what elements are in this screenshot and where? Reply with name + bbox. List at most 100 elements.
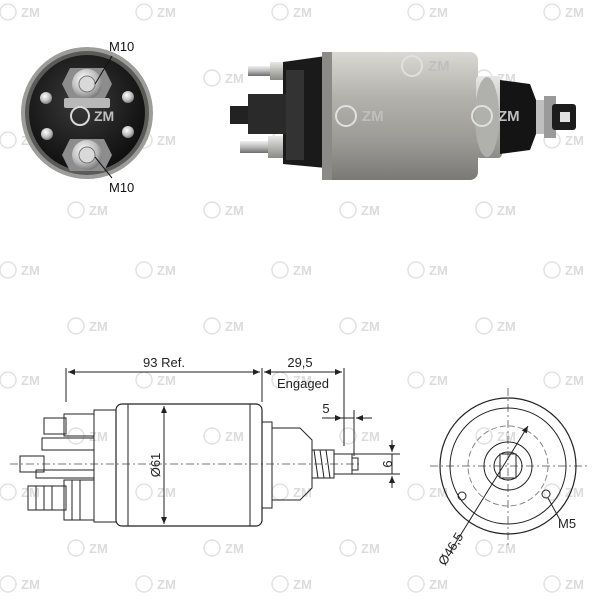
zm-logo-icon: ZM: [271, 575, 312, 593]
terminal-top: [62, 68, 112, 108]
svg-text:ZM: ZM: [89, 319, 108, 334]
zm-logo-icon: ZM: [401, 55, 450, 77]
svg-text:ZM: ZM: [361, 429, 380, 444]
svg-text:ZM: ZM: [429, 373, 448, 388]
end-view-insulator: [29, 55, 145, 171]
svg-text:ZM: ZM: [293, 373, 312, 388]
svg-text:ZM: ZM: [225, 541, 244, 556]
svg-text:ZM: ZM: [428, 58, 450, 75]
svg-text:ZM: ZM: [157, 373, 176, 388]
svg-text:ZM: ZM: [225, 71, 244, 86]
zm-logo-icon: ZM: [339, 427, 380, 445]
svg-text:ZM: ZM: [429, 263, 448, 278]
terminal-bottom: [62, 139, 112, 171]
screw-icon: [40, 92, 52, 104]
zm-logo-icon: ZM: [135, 371, 176, 389]
zm-logo-icon: ZM: [407, 3, 448, 21]
zm-logo-icon: ZM: [135, 3, 176, 21]
svg-text:ZM: ZM: [293, 577, 312, 592]
svg-text:ZM: ZM: [21, 5, 40, 20]
svg-text:ZM: ZM: [89, 541, 108, 556]
bolt-icon: [248, 66, 274, 76]
zm-logo-icon: ZM: [339, 317, 380, 335]
svg-text:ZM: ZM: [21, 577, 40, 592]
stroke-note: Engaged: [277, 376, 329, 391]
zm-logo-icon: ZM: [67, 201, 108, 219]
zm-logo-icon: ZM: [543, 371, 584, 389]
svg-text:ZM: ZM: [21, 485, 40, 500]
zm-logo-icon: ZM: [135, 261, 176, 279]
thread-label: M5: [558, 516, 576, 531]
zm-logo-icon: ZM: [339, 539, 380, 557]
screw-icon: [122, 126, 134, 138]
svg-text:ZM: ZM: [429, 5, 448, 20]
svg-text:ZM: ZM: [157, 133, 176, 148]
zm-logo-icon: ZM: [135, 483, 176, 501]
zm-logo-icon: ZM: [407, 575, 448, 593]
zm-logo-icon: ZM: [271, 261, 312, 279]
drawing-front-view: [430, 388, 590, 553]
zm-logo-icon: ZM: [67, 317, 108, 335]
svg-text:ZM: ZM: [157, 485, 176, 500]
zm-logo-icon: ZM: [471, 105, 520, 127]
zm-logo-icon: ZM: [135, 575, 176, 593]
zm-logo-icon: ZM: [203, 539, 244, 557]
zm-logo-group: ZM ZM ZM ZM: [70, 55, 520, 127]
mount-hole-icon: [541, 489, 551, 499]
svg-text:ZM: ZM: [94, 108, 114, 124]
zm-logo-icon: ZM: [0, 261, 40, 279]
stroke-label: 29,5: [287, 355, 312, 370]
zm-logo-icon: ZM: [339, 201, 380, 219]
length-label: 93 Ref.: [143, 355, 185, 370]
photo-side-view: [230, 52, 576, 180]
terminal-top-label: M10: [109, 39, 134, 54]
drawing-side-view: [10, 368, 400, 527]
zm-logo-icon: ZM: [543, 261, 584, 279]
svg-text:ZM: ZM: [361, 319, 380, 334]
screw-icon: [122, 91, 134, 103]
zm-logo-icon: ZM: [543, 3, 584, 21]
zm-logo-icon: ZM: [543, 575, 584, 593]
svg-text:ZM: ZM: [361, 203, 380, 218]
plunger-width-label: 6: [380, 460, 395, 467]
zm-logo-icon: ZM: [67, 539, 108, 557]
svg-text:ZM: ZM: [225, 319, 244, 334]
screw-icon: [41, 128, 53, 140]
svg-text:ZM: ZM: [157, 5, 176, 20]
svg-text:ZM: ZM: [293, 263, 312, 278]
svg-text:ZM: ZM: [157, 263, 176, 278]
drawing-side-labels: 93 Ref. 29,5 Engaged 5 6 Ø61: [143, 355, 395, 477]
svg-text:ZM: ZM: [21, 373, 40, 388]
zm-logo-icon: ZM: [0, 483, 40, 501]
zm-logo-icon: ZM: [475, 201, 516, 219]
gap-label: 5: [322, 401, 329, 416]
svg-text:ZM: ZM: [565, 263, 584, 278]
zm-logo-icon: ZM: [0, 3, 40, 21]
svg-text:ZM: ZM: [565, 485, 584, 500]
solenoid-housing: [322, 52, 478, 180]
zm-logo-icon: ZM: [203, 317, 244, 335]
zm-logo-icon: ZM: [271, 3, 312, 21]
terminal-bottom-label: M10: [109, 180, 134, 195]
rubber-boot: [500, 80, 536, 154]
svg-text:ZM: ZM: [293, 5, 312, 20]
body-diameter-label: Ø61: [148, 453, 163, 478]
zm-logo-icon: ZM: [203, 427, 244, 445]
zm-logo-icon: ZM: [407, 261, 448, 279]
svg-text:ZM: ZM: [497, 319, 516, 334]
svg-text:ZM: ZM: [361, 541, 380, 556]
zm-logo-icon: ZM: [0, 575, 40, 593]
svg-text:ZM: ZM: [498, 108, 520, 125]
svg-text:ZM: ZM: [497, 203, 516, 218]
svg-text:ZM: ZM: [225, 203, 244, 218]
svg-text:ZM: ZM: [565, 373, 584, 388]
svg-text:ZM: ZM: [362, 108, 384, 125]
zm-logo-icon: ZM: [475, 427, 516, 445]
zm-logo-icon: ZM: [271, 483, 312, 501]
bolt-icon: [240, 141, 274, 153]
svg-text:ZM: ZM: [89, 203, 108, 218]
svg-text:ZM: ZM: [565, 133, 584, 148]
svg-text:ZM: ZM: [293, 485, 312, 500]
zm-logo-icon: ZM: [407, 483, 448, 501]
zm-logo-icon: ZM: [203, 201, 244, 219]
